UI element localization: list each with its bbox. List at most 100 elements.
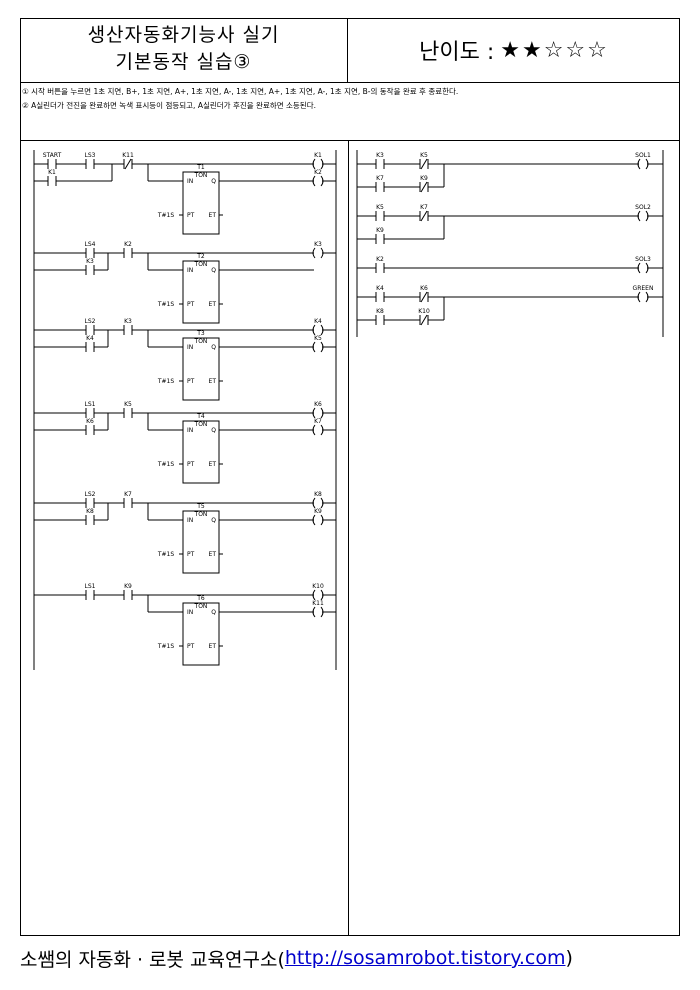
contact-label: K1: [48, 169, 56, 176]
difficulty-stars: ★★☆☆☆: [500, 37, 609, 63]
timer-et-label: ET: [209, 461, 217, 468]
description-divider: [20, 140, 680, 141]
coil-left-arc: [637, 291, 641, 303]
contact-label: K5: [376, 204, 384, 211]
contact-nc-slash: [420, 314, 428, 326]
contact-label: K9: [376, 227, 384, 234]
contact-label: LS3: [85, 152, 96, 159]
coil-label: SOL3: [635, 256, 651, 263]
timer-block: [182, 420, 220, 484]
coil-left-arc: [637, 262, 641, 274]
coil-left-arc: [637, 210, 641, 222]
coil-left-arc: [312, 247, 316, 259]
coil-left-arc: [637, 158, 641, 170]
description: ① 시작 버튼을 누르면 1초 지연, B+, 1초 지연, A+, 1초 지연…: [22, 85, 677, 113]
timer-preset: T#1S: [157, 378, 175, 385]
contact-nc-slash: [420, 291, 428, 303]
timer-block: [182, 510, 220, 574]
coil-left-arc: [312, 324, 316, 336]
timer-pt-label: PT: [187, 643, 195, 650]
timer-block: [182, 337, 220, 401]
coil-left-arc: [312, 514, 316, 526]
coil-left-arc: [312, 407, 316, 419]
coil-left-arc: [312, 606, 316, 618]
coil-label: K1: [314, 152, 322, 159]
contact-label: K2: [124, 241, 132, 248]
timer-et-label: ET: [209, 378, 217, 385]
coil-label: K4: [314, 318, 322, 325]
timer-type: TON: [194, 511, 208, 518]
timer-q-label: Q: [211, 609, 216, 616]
timer-q-label: Q: [211, 267, 216, 274]
contact-label: K9: [420, 175, 428, 182]
coil-label: K8: [314, 491, 322, 498]
timer-et-label: ET: [209, 212, 217, 219]
contact-label: K11: [122, 152, 134, 159]
difficulty-label: 난이도 :: [419, 40, 495, 65]
contact-label: K4: [376, 285, 384, 292]
timer-block: [182, 260, 220, 324]
contact-nc-slash: [124, 158, 132, 170]
contact-nc-slash: [420, 158, 428, 170]
contact-nc-slash: [420, 210, 428, 222]
timer-pt-label: PT: [187, 461, 195, 468]
contact-label: K7: [376, 175, 384, 182]
contact-label: K6: [420, 285, 428, 292]
coil-label: GREEN: [633, 285, 654, 292]
coil-label: SOL1: [635, 152, 651, 159]
timer-name: T1: [196, 164, 205, 171]
timer-type: TON: [194, 603, 208, 610]
coil-label: SOL2: [635, 204, 651, 211]
contact-label: K2: [376, 256, 384, 263]
timer-name: T4: [196, 413, 205, 420]
coil-left-arc: [312, 424, 316, 436]
coil-label: K10: [312, 583, 324, 590]
timer-in-label: IN: [187, 178, 193, 185]
contact-label: K9: [124, 583, 132, 590]
coil-label: K2: [314, 169, 322, 176]
title-box: 생산자동화기능사 실기 기본동작 실습③: [20, 18, 348, 83]
timer-et-label: ET: [209, 301, 217, 308]
timer-q-label: Q: [211, 427, 216, 434]
contact-label: K7: [420, 204, 428, 211]
coil-label: K7: [314, 418, 322, 425]
timer-et-label: ET: [209, 551, 217, 558]
contact-label: K5: [420, 152, 428, 159]
timer-et-label: ET: [209, 643, 217, 650]
timer-block: [182, 171, 220, 235]
timer-name: T5: [196, 503, 205, 510]
contact-label: LS1: [85, 583, 96, 590]
timer-name: T6: [196, 595, 205, 602]
timer-pt-label: PT: [187, 212, 195, 219]
timer-in-label: IN: [187, 517, 193, 524]
footer-url-link[interactable]: http://sosamrobot.tistory.com: [284, 947, 566, 969]
contact-label: LS2: [85, 318, 96, 325]
column-divider: [348, 140, 349, 936]
contact-label: LS4: [85, 241, 96, 248]
contact-label: K3: [86, 258, 94, 265]
timer-type: TON: [194, 421, 208, 428]
contact-label: K3: [376, 152, 384, 159]
contact-label: LS2: [85, 491, 96, 498]
footer-close: ): [565, 947, 573, 969]
timer-pt-label: PT: [187, 378, 195, 385]
contact-label: K3: [124, 318, 132, 325]
timer-preset: T#1S: [157, 461, 175, 468]
contact-label: K4: [86, 335, 94, 342]
coil-left-arc: [312, 497, 316, 509]
timer-block: [182, 602, 220, 666]
timer-in-label: IN: [187, 609, 193, 616]
title-line-1: 생산자동화기능사 실기: [87, 24, 280, 46]
difficulty-box: 난이도 : ★★☆☆☆: [348, 18, 680, 83]
timer-in-label: IN: [187, 267, 193, 274]
timer-q-label: Q: [211, 517, 216, 524]
description-line-1: ① 시작 버튼을 누르면 1초 지연, B+, 1초 지연, A+, 1초 지연…: [22, 87, 459, 96]
footer-org: 소쌤의 자동화 · 로봇 교육연구소(: [20, 948, 285, 971]
contact-label: K8: [376, 308, 384, 315]
contact-label: K7: [124, 491, 132, 498]
timer-type: TON: [194, 338, 208, 345]
page-frame: [20, 18, 680, 936]
coil-label: K6: [314, 401, 322, 408]
timer-type: TON: [194, 261, 208, 268]
